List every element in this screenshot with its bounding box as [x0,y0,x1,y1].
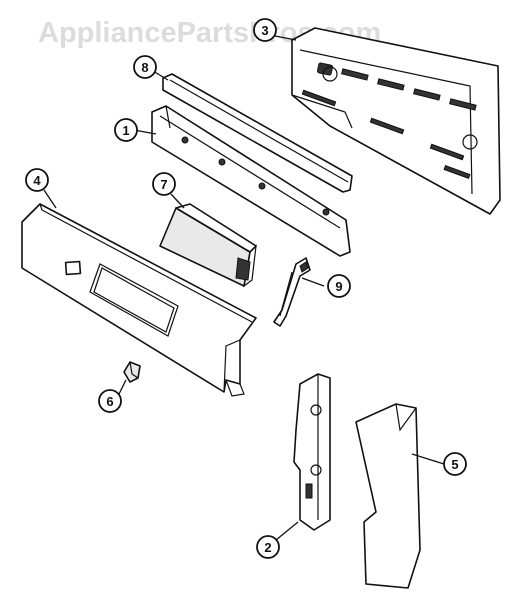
part-9-harness-clip[interactable] [273,257,311,327]
part-5-end-cap[interactable] [355,403,421,589]
svg-text:5: 5 [451,457,458,472]
part-8-trim-strip[interactable] [162,73,353,193]
svg-text:6: 6 [106,394,113,409]
callout-4: 4 [25,168,49,192]
part-3-rear-panel[interactable] [291,27,501,215]
callout-7: 7 [152,172,176,196]
part-1-mounting-bracket[interactable] [151,105,351,257]
callout-8: 8 [133,55,157,79]
part-7-control-module[interactable] [159,203,257,288]
callout-6: 6 [98,389,122,413]
callout-1: 1 [114,118,138,142]
svg-text:1: 1 [122,123,129,138]
part-2-side-bracket[interactable] [293,373,331,531]
callout-3: 3 [253,18,277,42]
svg-text:8: 8 [141,60,148,75]
svg-text:4: 4 [33,173,41,188]
callout-5: 5 [443,452,467,476]
callout-9: 9 [327,274,351,298]
svg-text:2: 2 [264,540,271,555]
svg-text:7: 7 [160,177,167,192]
svg-text:3: 3 [261,23,268,38]
svg-text:9: 9 [335,279,342,294]
part-6-switch-insert[interactable] [123,361,141,383]
callout-2: 2 [256,535,280,559]
part-4-control-panel[interactable] [21,203,257,397]
